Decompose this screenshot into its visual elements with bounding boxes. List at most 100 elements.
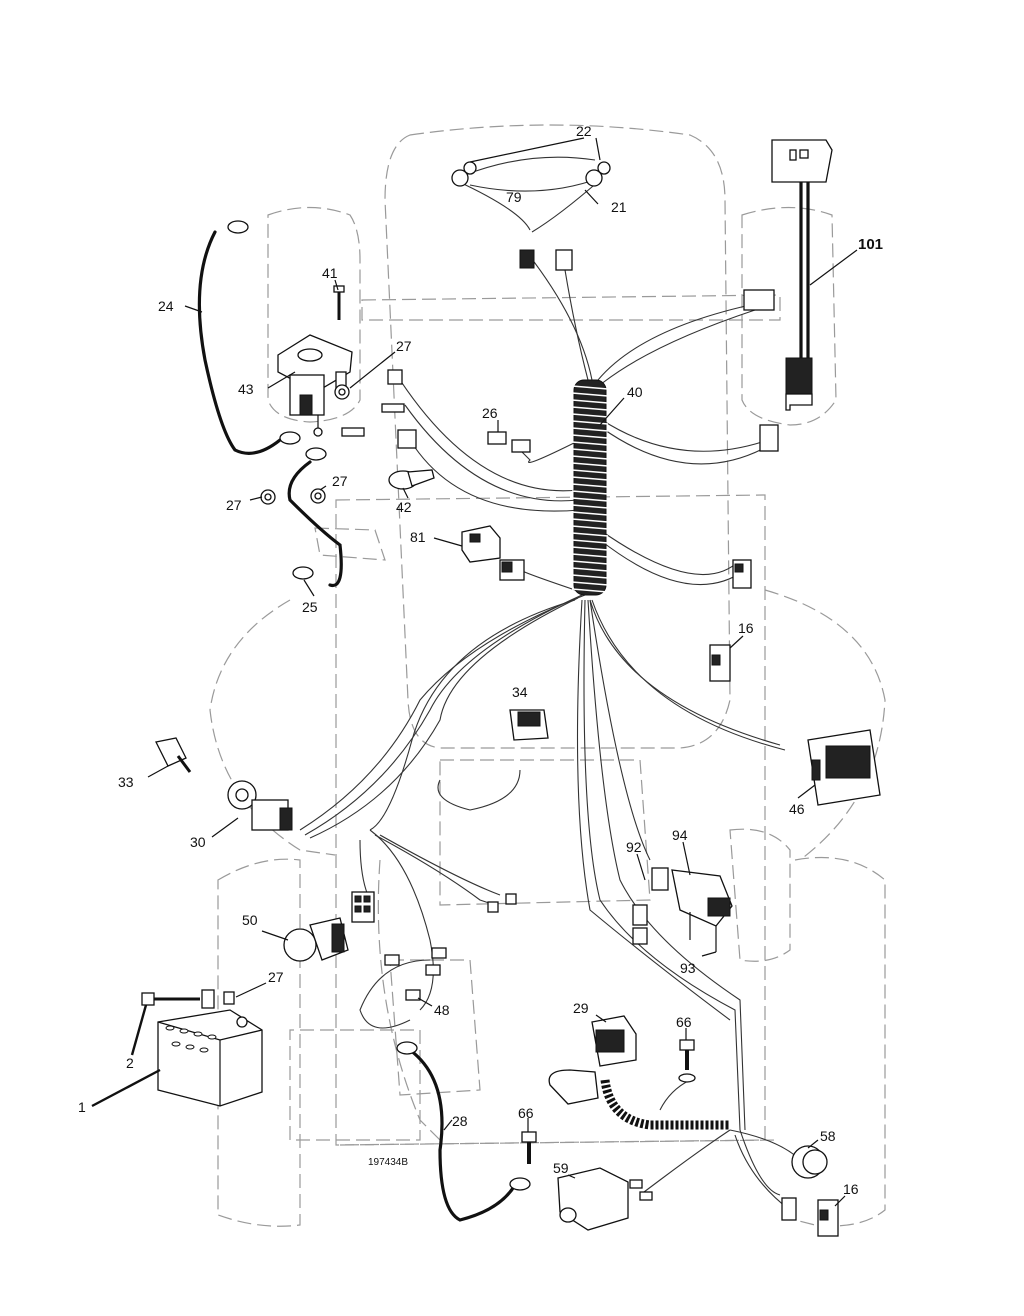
cables [197,178,810,1222]
callout-58: 58 [820,1128,836,1144]
sheath-ring [571,574,609,579]
callout-27-upper: 27 [396,338,412,354]
battery-cells [165,1025,217,1053]
sheath-ring [571,427,609,432]
callout-93: 93 [680,960,696,976]
headlight-right [585,161,611,187]
nut-27-right [310,488,326,504]
sheath-ring [571,518,609,523]
nut-27-left [260,489,276,505]
cable-28 [408,1048,517,1222]
battery-cell-cap [199,1047,209,1053]
callout-59: 59 [553,1160,569,1176]
bolt-66-upper [678,1039,696,1083]
leader-lines [91,137,858,1207]
battery-cell-cap [207,1034,217,1040]
sheath-ring [571,441,609,446]
connector-right-mid [759,424,779,452]
bolt-41 [333,285,345,320]
callout-1: 1 [78,1099,86,1115]
seat-switch-101 [771,139,833,411]
callout-28: 28 [452,1113,468,1129]
callout-16-upper: 16 [738,620,754,636]
bolt-66-lower [521,1131,537,1164]
callout-66-lower: 66 [518,1105,534,1121]
callout-27-battery: 27 [268,969,284,985]
fuse-holder-26 [487,431,531,453]
callout-27-left: 27 [226,497,242,513]
callout-81: 81 [410,529,426,545]
sheath-ring [571,581,609,586]
solenoid-43 [277,334,353,437]
callout-2: 2 [126,1055,134,1071]
sheath-ring [571,434,609,439]
terminal-upper [381,403,405,413]
switch-29 [548,1015,637,1105]
sheath-ring [571,483,609,488]
diode-48 [384,947,447,1001]
sheath-ring [571,399,609,404]
callout-26: 26 [482,405,498,421]
cable-25 [287,460,343,588]
callout-92: 92 [626,839,642,855]
callout-41: 41 [322,265,338,281]
display-46 [807,729,881,806]
sheath-ring [571,539,609,544]
sheath-ring [571,385,609,390]
battery-cell-cap [193,1031,203,1037]
callout-33: 33 [118,774,134,790]
sheath-ring [571,476,609,481]
headlight-left [451,161,477,187]
ignition-key-33 [155,737,192,773]
sheath-ring [571,504,609,509]
callout-30: 30 [190,834,206,850]
battery-cell-cap [171,1041,181,1047]
callout-42: 42 [396,499,412,515]
connector-right-top [743,289,775,311]
relay-81 [461,525,525,581]
sheath-ring [571,525,609,530]
sheath-ring [571,546,609,551]
ignition-switch-30 [227,780,293,831]
callout-66-upper: 66 [676,1014,692,1030]
nut-27-battery [223,991,235,1005]
coiled-cord [600,1079,730,1130]
terminal-a [487,901,499,913]
cable-24 [197,230,282,455]
connector-42 [388,469,435,490]
callout-48: 48 [434,1002,450,1018]
sheath-ring [571,455,609,460]
safety-switch-94 [671,869,733,952]
switch-16-lower [817,1199,839,1237]
callouts: 22 79 21 101 24 41 27 43 40 26 27 27 42 … [78,123,883,1197]
battery-cell-cap [165,1025,175,1031]
callout-94: 94 [672,827,688,843]
ring-terminals [227,220,531,1191]
headlight-connector [519,249,535,269]
callout-101: 101 [858,236,883,253]
terminal-top [387,369,403,385]
connector-bottom-right [781,1197,797,1221]
sheath-ring [571,511,609,516]
sheath-ring [571,462,609,467]
sheath-ring [571,567,609,572]
battery-1 [157,1009,263,1107]
callout-40: 40 [627,384,643,400]
module-59 [557,1167,653,1231]
sheath-ring [571,532,609,537]
callout-24: 24 [158,298,174,314]
nut-27-upper [334,384,350,400]
sheath-ring [571,497,609,502]
terminal-b [505,893,517,905]
connector-top [555,249,573,271]
callout-79: 79 [506,189,522,205]
sheath-ring [571,413,609,418]
callout-22: 22 [576,123,592,139]
sheath-ring [571,469,609,474]
tractor-outline [209,124,886,1227]
pto-switch-50 [283,917,349,962]
parts [141,139,881,1237]
component-58 [791,1145,828,1179]
callout-46: 46 [789,801,805,817]
